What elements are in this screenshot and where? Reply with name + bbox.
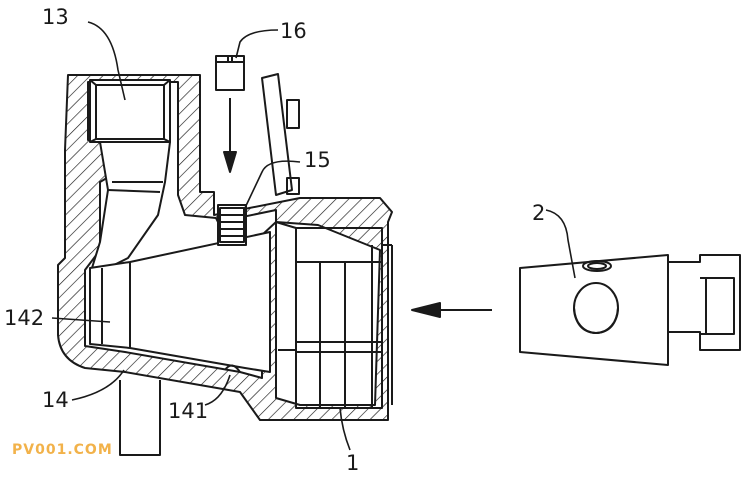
port-13 — [89, 79, 171, 143]
label-16: 16 — [280, 19, 307, 43]
leader-1 — [339, 407, 351, 451]
watermark: PV001.COM — [12, 442, 113, 458]
leader-13 — [87, 21, 126, 101]
label-142: 142 — [4, 306, 44, 330]
insert-arrow-part2 — [411, 302, 492, 318]
leader-14 — [71, 369, 125, 401]
channel — [91, 141, 171, 269]
leader-15 — [243, 160, 301, 211]
leader-16 — [235, 29, 279, 59]
upper-tab — [261, 73, 300, 196]
screw-15 — [217, 204, 247, 246]
label-141: 141 — [168, 399, 208, 423]
label-1: 1 — [346, 451, 359, 475]
conical-bore-14 — [89, 231, 271, 373]
part-2 — [519, 254, 741, 366]
label-15: 15 — [304, 148, 331, 172]
sleeve — [275, 221, 393, 409]
leader-lines — [51, 21, 576, 451]
label-14: 14 — [42, 388, 69, 412]
leader-142 — [51, 317, 111, 323]
label-13: 13 — [42, 5, 69, 29]
insert-arrow-screw — [223, 98, 237, 173]
screw-16 — [215, 55, 245, 91]
label-2: 2 — [532, 201, 545, 225]
leader-2 — [545, 209, 576, 279]
lower-tube — [119, 380, 161, 456]
leader-141 — [204, 374, 231, 406]
